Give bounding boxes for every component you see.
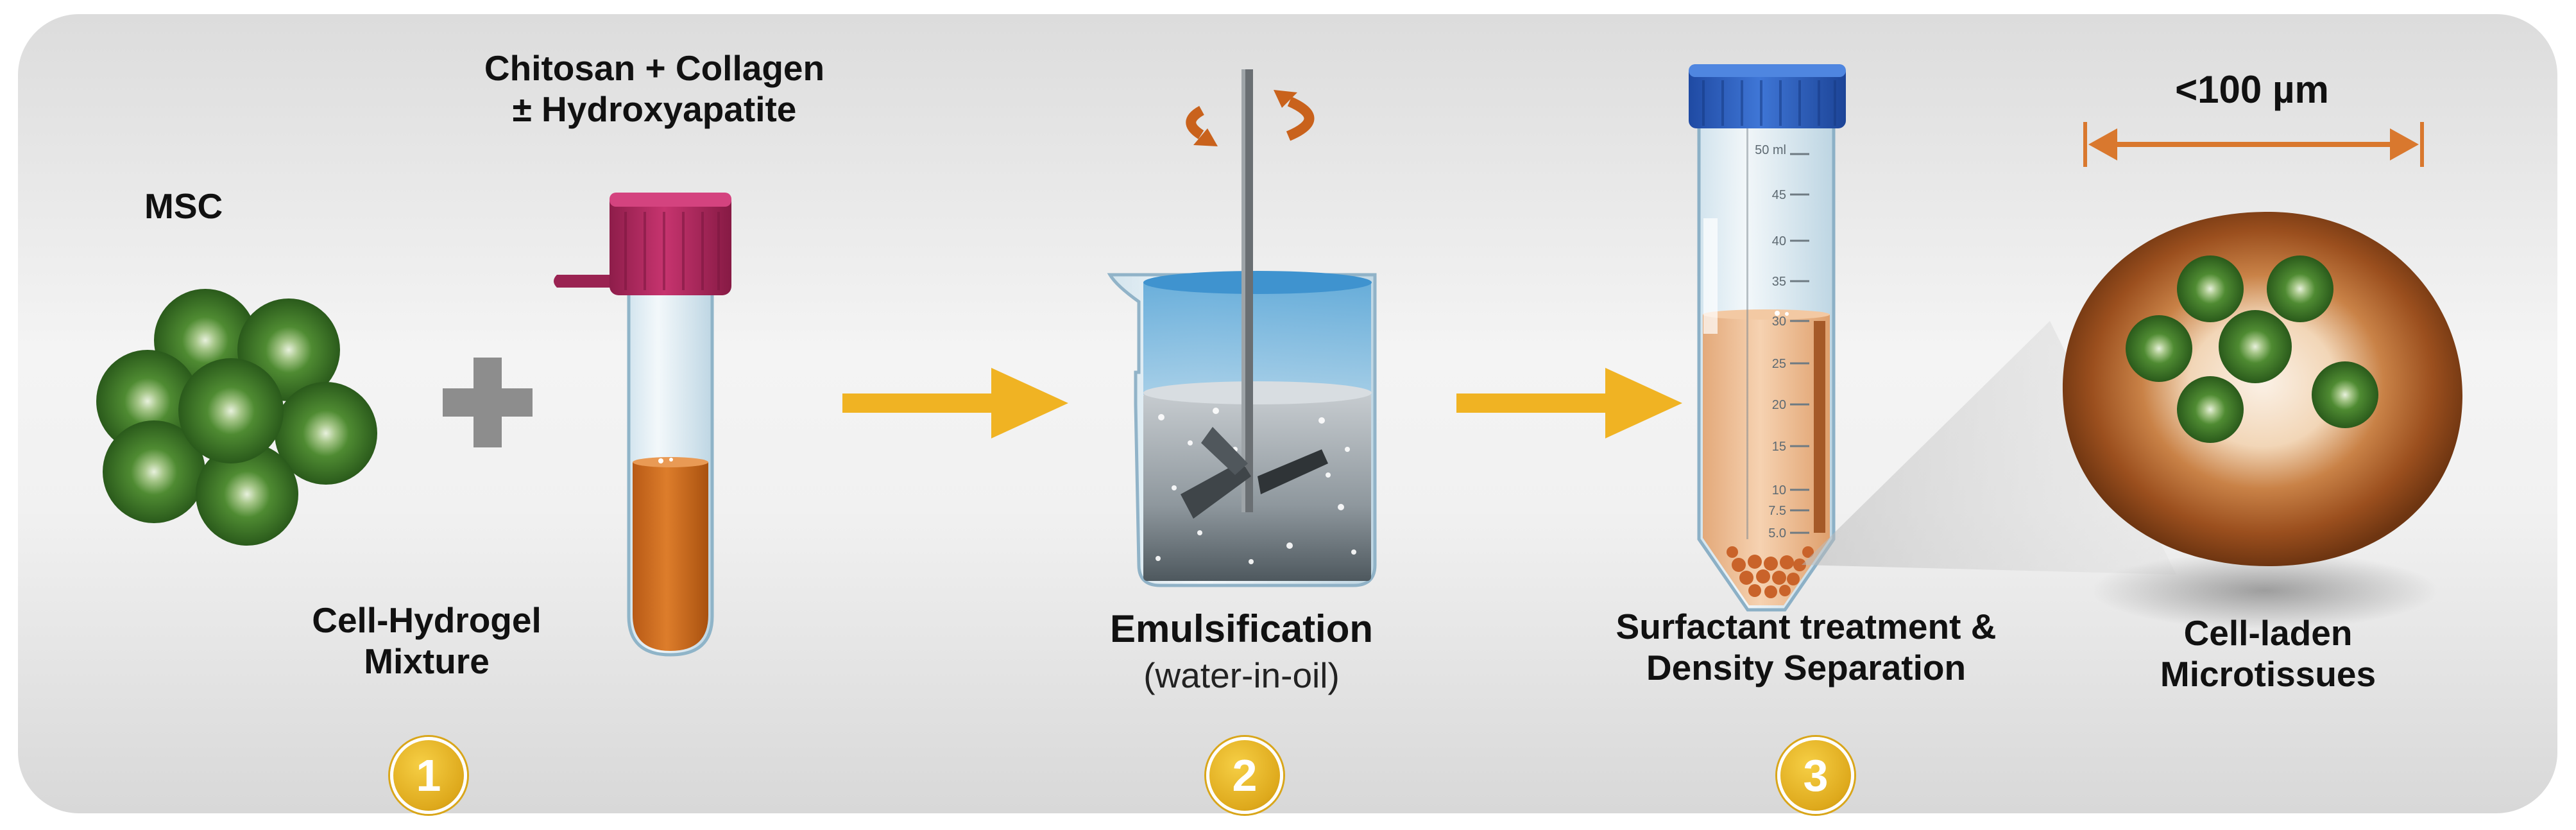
tube-graduation-scale <box>1790 153 1809 534</box>
msc-cell <box>275 382 377 485</box>
msc-cell-cluster <box>96 289 377 546</box>
graduation-label: 5.0 <box>1768 526 1786 540</box>
hydrogel-components-label: Chitosan + Collagen ± Hydroxyapatite <box>411 48 898 130</box>
step1-label: Cell-Hydrogel Mixture <box>231 600 622 682</box>
encapsulated-cell <box>2219 310 2292 383</box>
graduation-label: 30 <box>1772 315 1786 329</box>
graduation-label: 20 <box>1772 398 1786 412</box>
size-scale-label: <100 µm <box>2175 68 2329 111</box>
microtissue <box>2062 211 2463 567</box>
graduation-label: 7.5 <box>1768 504 1786 518</box>
step1-label-line2: Mixture <box>364 641 490 681</box>
emulsification-beaker <box>1107 69 1377 587</box>
result-label: Cell-laden Microtissues <box>2114 613 2422 695</box>
process-arrow-2 <box>1456 368 1682 438</box>
step3-label-line2: Density Separation <box>1646 647 1966 687</box>
process-arrow-1 <box>842 368 1068 438</box>
step2-subtitle: (water-in-oil) <box>1143 655 1340 695</box>
encapsulated-cell <box>2126 315 2192 382</box>
result-label-line2: Microtissues <box>2160 653 2376 694</box>
graduation-label: 10 <box>1772 483 1786 497</box>
hydrogel-test-tube <box>554 193 731 657</box>
msc-cell <box>103 420 205 523</box>
microtissue-shadow <box>2092 552 2438 629</box>
msc-label: MSC <box>144 186 223 226</box>
size-scale-arrow <box>2083 122 2424 167</box>
graduation-label: 45 <box>1772 188 1786 202</box>
graduation-label: 15 <box>1772 440 1786 454</box>
step3-label-line1: Surfactant treatment & <box>1616 607 1997 646</box>
hydrogel-components-line2: ± Hydroxyapatite <box>512 89 797 129</box>
step3-label: Surfactant treatment & Density Separatio… <box>1537 607 2076 689</box>
step2-title: Emulsification <box>1109 607 1374 650</box>
result-label-line1: Cell-laden <box>2183 613 2353 653</box>
graduation-label: 50 ml <box>1755 143 1786 157</box>
msc-cell <box>196 443 298 546</box>
graduation-label: 25 <box>1772 357 1786 371</box>
graduation-label: 35 <box>1772 275 1786 289</box>
hydrogel-components-line1: Chitosan + Collagen <box>484 48 825 88</box>
graduation-label: 40 <box>1772 234 1786 248</box>
msc-cell <box>178 358 284 463</box>
encapsulated-cell <box>2177 376 2244 443</box>
step1-label-line1: Cell-Hydrogel <box>312 600 542 640</box>
encapsulated-cell <box>2312 361 2378 428</box>
step-badge-3: 3 <box>1777 737 1854 814</box>
falcon-tube: 50 ml 45 40 35 30 25 20 15 10 7.5 5.0 <box>1689 64 1846 612</box>
encapsulated-cell <box>2267 255 2333 322</box>
step-badge-1: 1 <box>390 737 467 814</box>
plus-icon <box>443 358 533 447</box>
step-badge-2: 2 <box>1206 737 1283 814</box>
magnification-cone <box>1802 321 2176 575</box>
encapsulated-cell <box>2177 255 2244 322</box>
